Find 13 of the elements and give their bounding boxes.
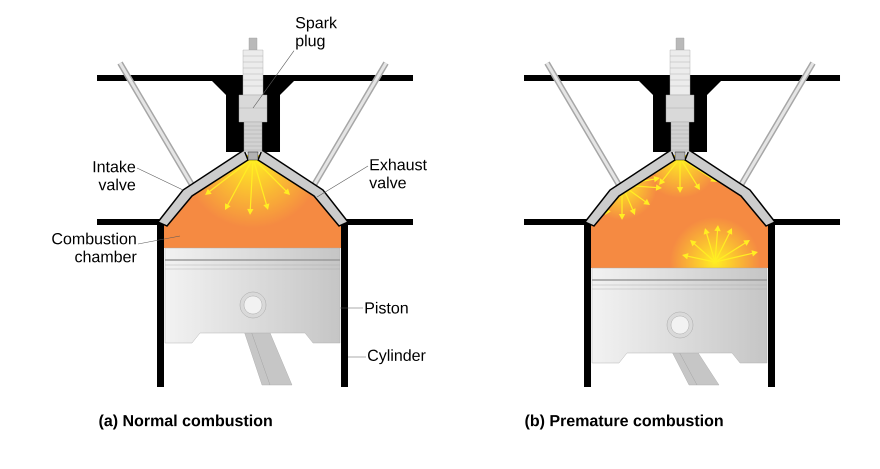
leader-line — [138, 236, 180, 244]
part-label: Intake valve — [94, 160, 136, 190]
leader-line — [316, 166, 368, 198]
figure-caption: (b) Premature combustion — [525, 414, 723, 430]
part-label: Exhaust valve — [369, 158, 427, 188]
figure-caption: (a) Normal combustion — [99, 414, 272, 430]
part-label: Cylinder — [368, 349, 426, 364]
part-label: Piston — [366, 302, 408, 314]
leader-line — [252, 50, 294, 108]
leader-line — [348, 356, 366, 358]
leader-line — [136, 168, 184, 190]
part-label: Spark plug — [296, 16, 337, 50]
part-label: Combustion chamber — [52, 232, 137, 262]
